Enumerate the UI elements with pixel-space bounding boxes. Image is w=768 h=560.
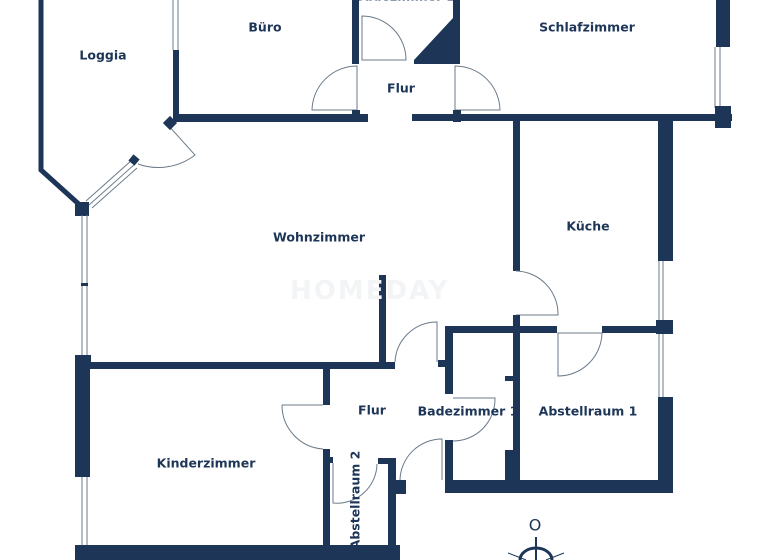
wall — [412, 114, 732, 121]
compass-direction-label: O — [528, 515, 542, 535]
room-label-buero: Büro — [248, 19, 282, 35]
room-label-abstellraum1: Abstellraum 1 — [538, 403, 638, 419]
room-label-schlafzimmer: Schlafzimmer — [539, 19, 635, 35]
buero-door — [311, 65, 358, 111]
kueche-walls — [445, 121, 673, 493]
schlafzimmer-walls — [714, 0, 731, 128]
badezimmer1-walls — [438, 326, 673, 493]
room-label-flur-bottom: Flur — [358, 402, 386, 418]
loggia-window — [85, 154, 140, 209]
wall — [75, 362, 395, 369]
badezimmer2-walls — [361, 0, 460, 64]
room-label-badezimmer1: Badezimmer 1 — [417, 403, 519, 419]
room-label-kinderzimmer: Kinderzimmer — [156, 455, 256, 471]
abstellraum2-walls — [330, 438, 443, 560]
buero-walls — [172, 0, 368, 122]
wohnzimmer-window — [81, 215, 88, 355]
room-label-kueche: Küche — [566, 218, 610, 234]
schlafzimmer-door — [454, 65, 501, 111]
room-label-loggia: Loggia — [79, 47, 127, 63]
room-label-wohnzimmer: Wohnzimmer — [273, 229, 365, 245]
wohnzimmer-door — [394, 321, 438, 363]
room-label-abstellraum2: Abstellraum 2 — [347, 450, 363, 550]
kinderzimmer-walls — [75, 367, 400, 560]
watermark: HOMEDAY — [290, 276, 450, 306]
loggia-door — [137, 124, 196, 168]
room-label-badezimmer2: Badezimmer 2 — [355, 0, 456, 4]
room-label-flur-top: Flur — [387, 80, 415, 96]
compass-rose-icon — [507, 537, 565, 560]
